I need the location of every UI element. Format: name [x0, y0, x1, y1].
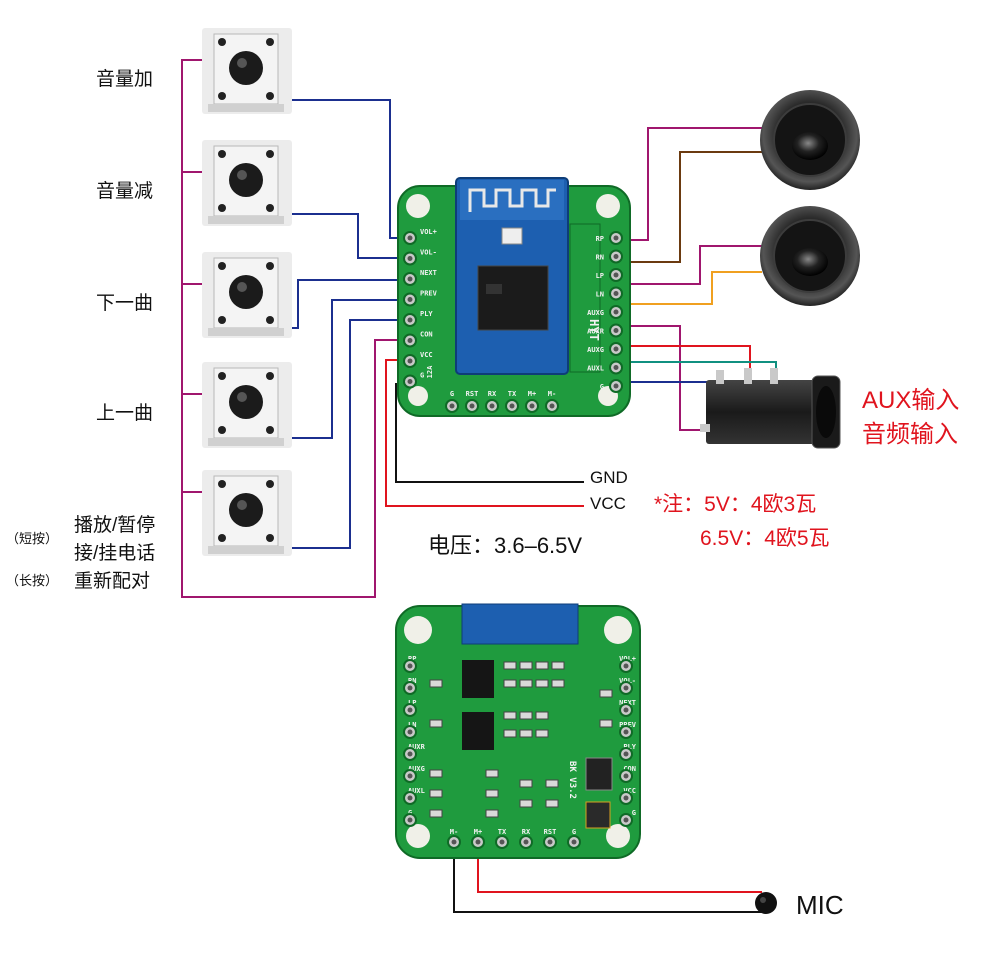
pin-label-bottom-bottom: RX — [522, 828, 531, 836]
pin-label-top-bottom: M- — [548, 390, 556, 398]
label-gnd: GND — [590, 468, 628, 487]
pin-label-bottom-right: VCC — [623, 787, 636, 795]
pin-label-bottom-bottom: G — [572, 828, 576, 836]
bluetooth-chip — [477, 265, 549, 331]
wire-vol-minus — [292, 213, 404, 259]
pin-label-bottom-left: LN — [408, 721, 416, 729]
push-button-4 — [202, 362, 292, 448]
wire-auxr — [612, 345, 751, 374]
pin-label-top-left: VOL- — [420, 249, 437, 257]
wire-rp — [612, 127, 762, 241]
pin-label-bottom-left: G — [408, 809, 412, 817]
amp-ic-1 — [462, 660, 494, 698]
pin-label-top-bottom: RX — [488, 390, 497, 398]
label-next-track: 下一曲 — [96, 293, 154, 314]
pin-label-top-right: RN — [596, 254, 604, 262]
wire-next — [292, 279, 404, 329]
wire-auxg — [612, 325, 712, 431]
label-volume-down: 音量减 — [96, 181, 154, 202]
push-button-1 — [202, 28, 292, 114]
antenna-trace — [468, 188, 556, 212]
wire-vol-plus — [292, 99, 404, 239]
pin-label-bottom-left: RN — [408, 677, 416, 685]
pin-label-bottom-bottom: RST — [544, 828, 557, 836]
pin-label-top-left: VCC — [420, 351, 433, 359]
pin-label-top-right: AUXL — [587, 365, 604, 373]
pin-label-bottom-left: AUXG — [408, 765, 425, 773]
pin-label-bottom-right: VOL- — [619, 677, 636, 685]
pin-label-top-right: RP — [596, 235, 604, 243]
pin-label-top-bottom: G — [450, 390, 454, 398]
label-long-press: （长按） — [6, 573, 59, 588]
pin-label-top-right: LP — [596, 272, 604, 280]
wire-prev — [292, 299, 404, 439]
label-volume-up: 音量加 — [96, 69, 154, 90]
pin-label-bottom-right: VOL+ — [619, 655, 636, 663]
pin-label-top-right: AUXG — [587, 346, 604, 354]
label-audio-input: 音频输入 — [862, 421, 958, 448]
board-version: BK V3.2 — [567, 761, 577, 799]
label-voltage: 电压：3.6–6.5V — [428, 533, 583, 558]
pin-label-bottom-left: AUXR — [408, 743, 426, 751]
pin-label-top-bottom: TX — [508, 390, 517, 398]
note-5v: *注：5V：4欧3瓦 — [654, 493, 817, 516]
label-re-pair: 重新配对 — [74, 571, 151, 592]
pin-label-top-left: CON — [420, 331, 433, 339]
wire-mic-minus — [453, 842, 762, 913]
pin-label-top-left: G — [420, 372, 424, 380]
pin-label-top-right: AUXR — [587, 328, 605, 336]
label-answer-call: 接/挂电话 — [74, 543, 156, 564]
pin-label-bottom-bottom: M+ — [474, 828, 482, 836]
pin-label-bottom-right: CON — [623, 765, 636, 773]
pcb-bottom — [395, 603, 641, 859]
push-button-5 — [202, 470, 292, 556]
speaker-left — [760, 206, 860, 306]
pin-label-top-bottom: RST — [466, 390, 479, 398]
label-mic: MIC — [796, 890, 844, 920]
pin-label-top-left: VOL+ — [420, 228, 437, 236]
note-6-5v: 6.5V：4欧5瓦 — [700, 527, 830, 550]
pin-label-top-right: LN — [596, 291, 604, 299]
pin-label-bottom-right: PREV — [619, 721, 637, 729]
pin-label-bottom-left: AUXL — [408, 787, 425, 795]
microphone — [755, 892, 777, 914]
pin-label-bottom-right: G — [632, 809, 636, 817]
push-button-2 — [202, 140, 292, 226]
pin-label-top-bottom: M+ — [528, 390, 536, 398]
pin-label-top-right: AUXG — [587, 309, 604, 317]
pin-label-top-left: PLY — [420, 310, 433, 318]
wire-common-magenta — [181, 59, 404, 598]
wire-ln — [612, 271, 762, 305]
label-prev-track: 上一曲 — [96, 403, 154, 424]
pin-label-bottom-right: PLY — [623, 743, 636, 751]
pin-label-bottom-bottom: M- — [450, 828, 458, 836]
speaker-right — [760, 90, 860, 190]
pin-label-bottom-bottom: TX — [498, 828, 507, 836]
label-play-pause: 播放/暂停 — [74, 515, 156, 536]
pin-label-bottom-left: RP — [408, 655, 416, 663]
aux-jack — [700, 368, 841, 449]
label-vcc: VCC — [590, 494, 626, 513]
label-12a: 12A — [426, 365, 434, 378]
pcb-top — [397, 177, 631, 417]
pin-label-top-right: G — [600, 383, 604, 391]
pin-label-top-left: PREV — [420, 290, 438, 298]
pin-label-top-left: NEXT — [420, 269, 437, 277]
wire-lp — [612, 245, 762, 285]
label-aux-input: AUX输入 — [862, 387, 960, 414]
pin-label-bottom-right: NEXT — [619, 699, 636, 707]
module-text: HYT — [587, 319, 601, 341]
wire-ply — [292, 319, 404, 549]
amp-ic-2 — [462, 712, 494, 750]
wire-rn — [612, 151, 762, 263]
push-button-3 — [202, 252, 292, 338]
label-short-press: （短按） — [6, 531, 59, 546]
pin-label-bottom-left: LP — [408, 699, 416, 707]
